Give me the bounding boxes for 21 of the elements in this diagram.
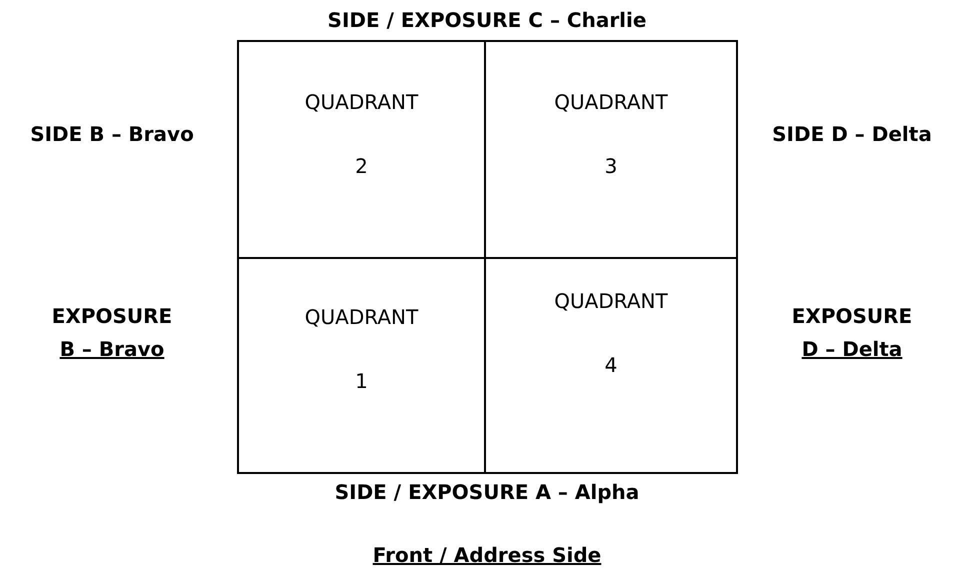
- side-label: SIDE D – Delta: [772, 122, 932, 146]
- quadrant-heading: QUADRANT: [554, 90, 668, 114]
- quadrant-number: 4: [604, 353, 618, 377]
- exposure-label: EXPOSURE: [792, 304, 912, 328]
- side-label: SIDE B – Bravo: [30, 122, 194, 146]
- quadrant-heading: QUADRANT: [304, 305, 418, 329]
- exposure-label: B – Bravo: [60, 337, 164, 361]
- front-side-label: Front / Address Side: [372, 543, 602, 567]
- exposure-label: D – Delta: [802, 337, 902, 361]
- exposure-label: EXPOSURE: [52, 304, 172, 328]
- side-label: SIDE / EXPOSURE A – Alpha: [334, 480, 640, 504]
- quadrant-cell: [237, 257, 486, 474]
- quadrant-number: 1: [355, 369, 368, 393]
- quadrant-heading: QUADRANT: [554, 289, 668, 313]
- quadrant-cell: [484, 40, 738, 259]
- quadrant-number: 2: [355, 154, 368, 178]
- quadrant-heading: QUADRANT: [304, 90, 418, 114]
- quadrant-cell: [237, 40, 486, 259]
- side-label: SIDE / EXPOSURE C – Charlie: [328, 8, 646, 32]
- quadrant-number: 3: [604, 154, 618, 178]
- quadrant-cell: [484, 257, 738, 474]
